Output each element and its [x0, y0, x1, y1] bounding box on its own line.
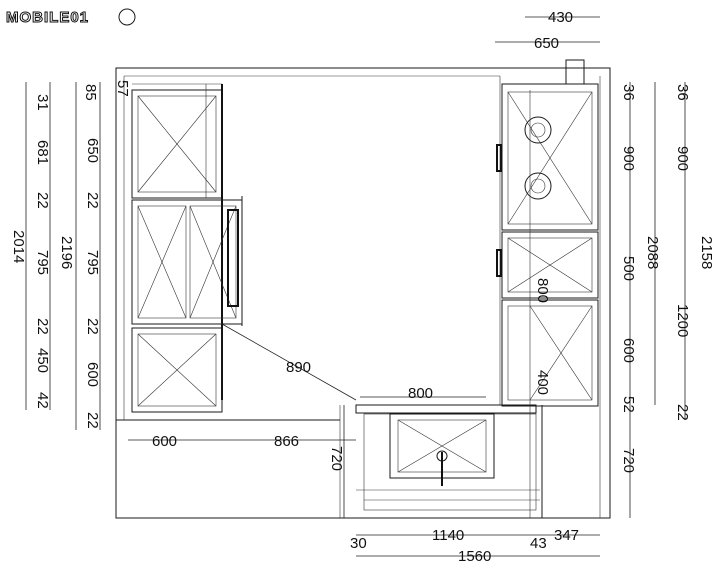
dim-left-681: 681 [34, 140, 51, 165]
sink-cabinet [355, 404, 540, 511]
left-middle-cabinet [131, 196, 243, 326]
dim-left-inner-2196: 2196 [58, 236, 75, 269]
dim-left-22a: 22 [34, 192, 51, 209]
top-dimension-lines [495, 16, 600, 43]
left-base-cabinet [131, 327, 223, 413]
dim-right-36: 36 [620, 84, 637, 101]
dim-left-inner-85: 85 [82, 84, 99, 101]
dim-right-outer-900: 900 [674, 146, 691, 171]
dim-top-430: 430 [548, 9, 573, 26]
dim-bottom-600: 600 [152, 433, 177, 450]
dim-left-42: 42 [34, 392, 51, 409]
range-hood-vent [565, 59, 585, 85]
dim-right-600: 600 [620, 338, 637, 363]
dim-left-inner-22b: 22 [84, 318, 101, 335]
dim-left-22b: 22 [34, 318, 51, 335]
dim-left-795: 795 [34, 250, 51, 275]
burner-bottom [524, 172, 552, 200]
dim-bottom-866: 866 [274, 433, 299, 450]
room-outline [115, 67, 611, 519]
dim-left-inner-22c: 22 [84, 412, 101, 429]
dim-right-outer-36: 36 [674, 84, 691, 101]
dim-right-2088: 2088 [644, 236, 661, 269]
dim-right-52: 52 [620, 396, 637, 413]
right-inner-dimension-line [629, 82, 656, 518]
left-upper-cabinet [131, 83, 223, 400]
brand-logo-mark [118, 8, 136, 26]
dim-left-450: 450 [34, 348, 51, 373]
right-lower-cabinets [496, 90, 599, 518]
dim-right-outer-22: 22 [674, 404, 691, 421]
dim-right-outer-2158: 2158 [698, 236, 715, 269]
brand-logo-text: MOBILE01 [6, 9, 89, 26]
dim-inner-57: 57 [114, 80, 131, 97]
dim-bottom-347: 347 [554, 527, 579, 544]
left-inner-dimension-line [75, 82, 101, 430]
dim-left-31: 31 [34, 94, 51, 111]
dim-right-outer-1200: 1200 [674, 304, 691, 337]
dim-left-inner-650: 650 [84, 138, 101, 163]
burner-top [524, 116, 552, 144]
dim-inner-800-horizontal: 800 [408, 385, 433, 402]
left-outer-dimension-line [25, 82, 51, 410]
dim-bottom-1560: 1560 [458, 548, 491, 565]
dim-left-2014: 2014 [10, 230, 27, 263]
dim-sink-720: 720 [328, 446, 345, 471]
dim-right-720: 720 [620, 448, 637, 473]
right-cooktop-cabinet [496, 59, 599, 231]
dim-inner-800-vertical: 800 [534, 278, 551, 303]
dim-left-inner-600: 600 [84, 362, 101, 387]
dim-bottom-43: 43 [530, 535, 547, 552]
dim-left-inner-22a: 22 [84, 192, 101, 209]
dim-bottom-30: 30 [350, 535, 367, 552]
dim-bottom-1140: 1140 [432, 527, 464, 544]
brand-logo: MOBILE01 [6, 8, 136, 27]
dim-left-inner-795: 795 [84, 250, 101, 275]
dim-top-650: 650 [534, 35, 559, 52]
dim-right-500: 500 [620, 256, 637, 281]
dim-right-900: 900 [620, 146, 637, 171]
dim-inner-400: 400 [534, 370, 551, 395]
bottom-dimension-lines [356, 534, 600, 557]
dim-inner-890: 890 [286, 359, 311, 376]
